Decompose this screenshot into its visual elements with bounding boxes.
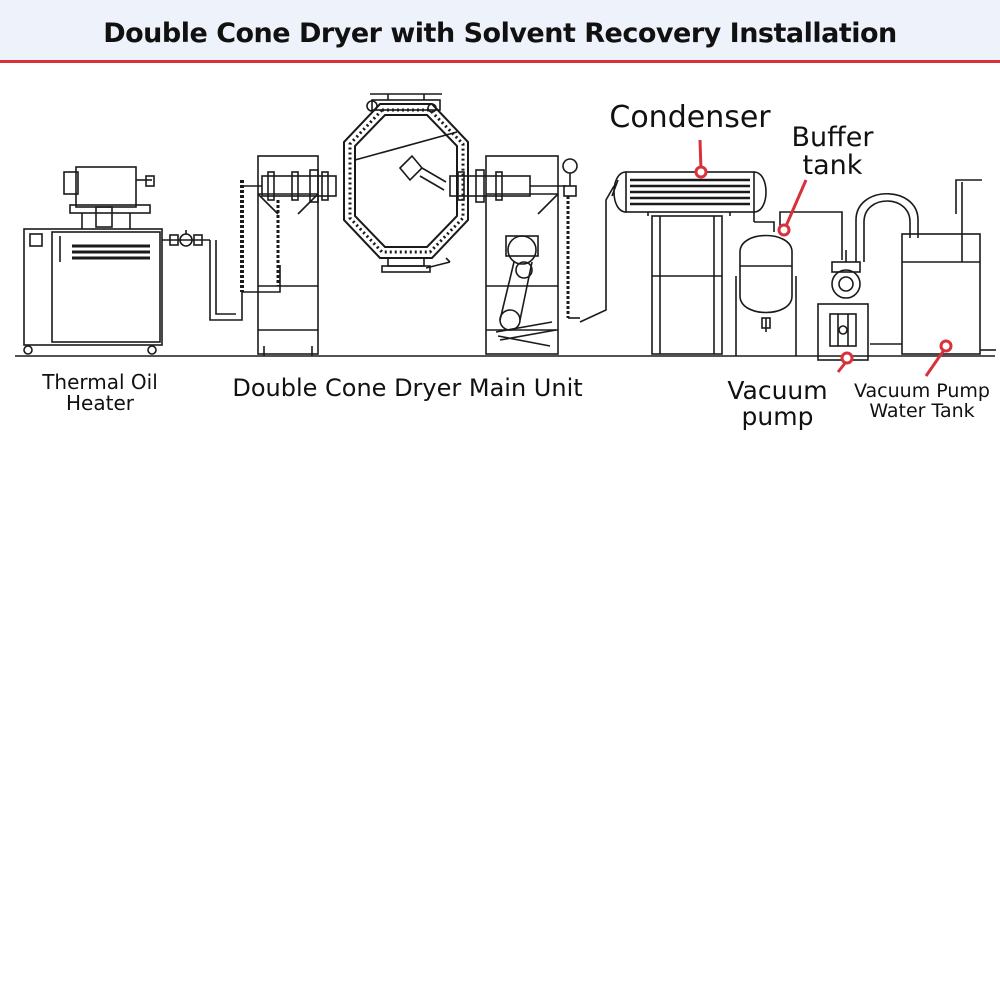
callout-condenser-marker bbox=[694, 165, 708, 179]
callout-condenser-line bbox=[698, 139, 703, 171]
label-thermal-oil-heater: Thermal Oil Heater bbox=[42, 370, 158, 415]
vacuum-pump bbox=[817, 250, 869, 361]
callout-watertank-marker bbox=[939, 339, 953, 353]
vacuum-pump-water-tank bbox=[855, 179, 996, 355]
callout-vacuum-marker bbox=[840, 351, 854, 365]
label-main-unit: Double Cone Dryer Main Unit bbox=[232, 374, 583, 402]
thermal-oil-heater bbox=[23, 166, 281, 355]
title-underline bbox=[0, 60, 1000, 63]
label-vacuum-pump: Vacuum pump bbox=[727, 376, 828, 432]
label-condenser: Condenser bbox=[609, 100, 771, 135]
label-buffer-tank: Buffer tank bbox=[791, 122, 874, 182]
callout-watertank-line bbox=[924, 349, 946, 377]
label-water-tank: Vacuum Pump Water Tank bbox=[854, 380, 990, 422]
buffer-tank bbox=[735, 211, 843, 356]
callout-buffer-marker bbox=[777, 223, 791, 237]
double-cone-dryer bbox=[240, 93, 580, 356]
callout-buffer-line bbox=[784, 179, 808, 227]
title-bar: Double Cone Dryer with Solvent Recovery … bbox=[0, 0, 1000, 60]
condenser bbox=[613, 171, 767, 355]
page-title: Double Cone Dryer with Solvent Recovery … bbox=[103, 18, 897, 49]
